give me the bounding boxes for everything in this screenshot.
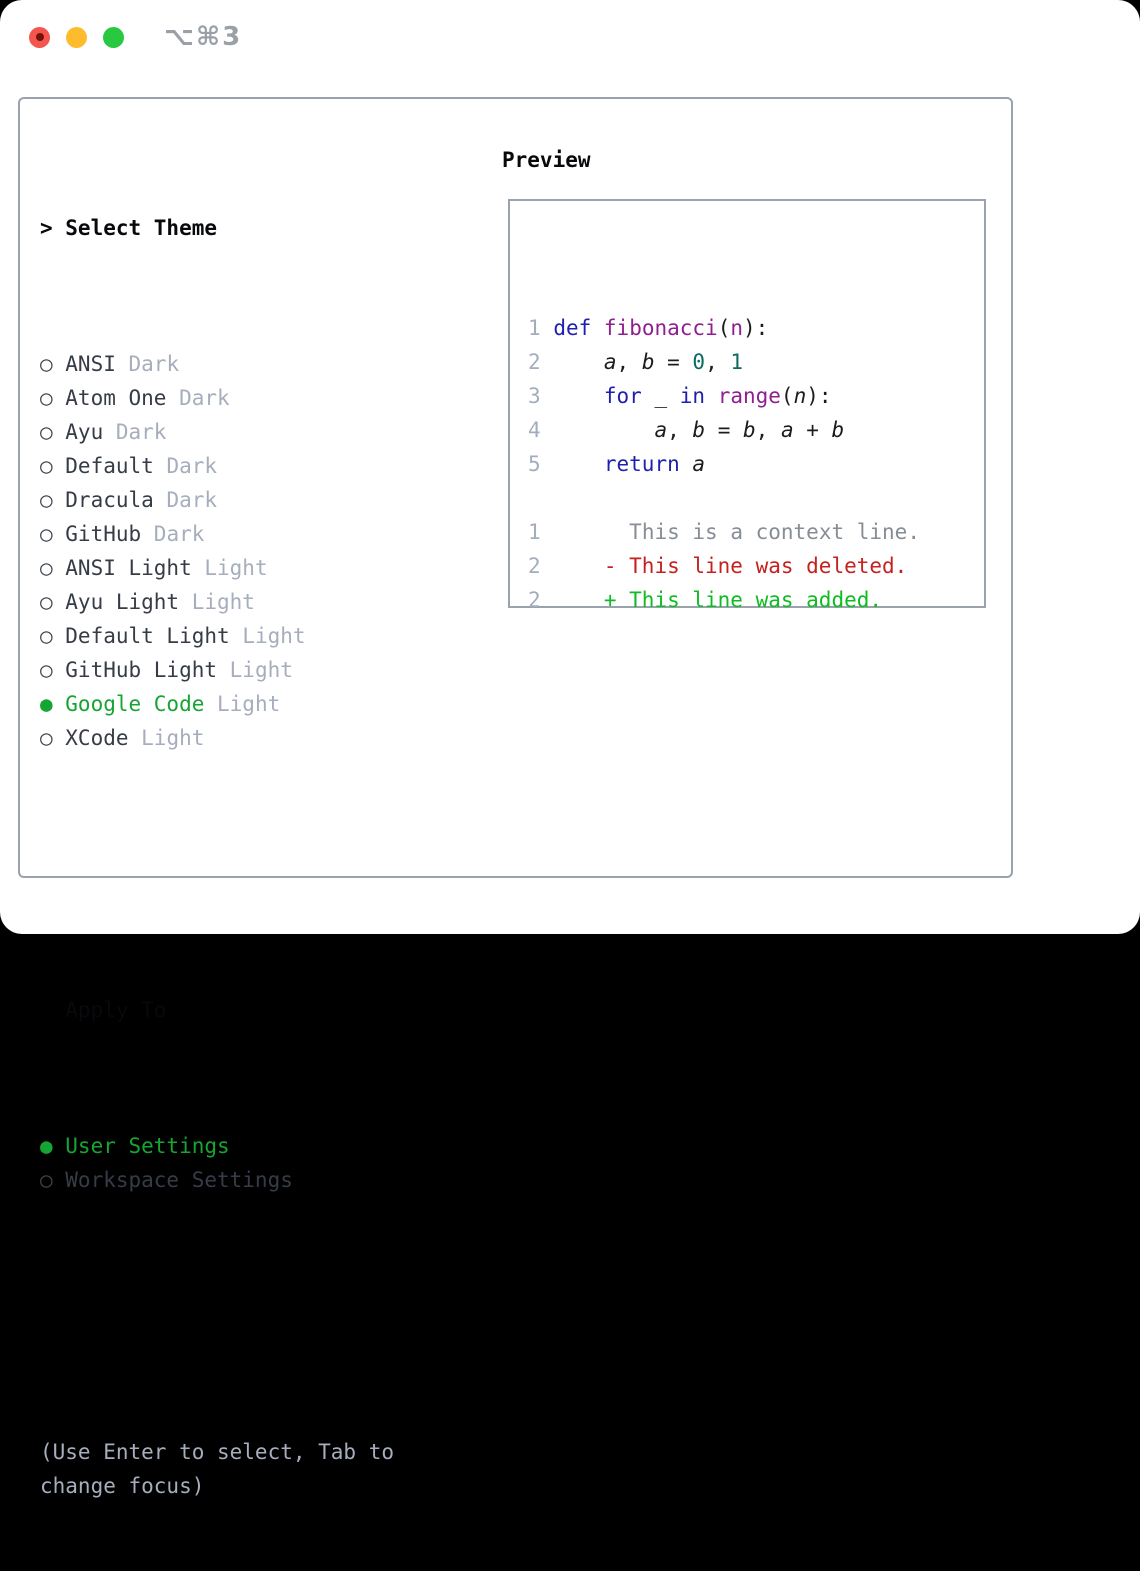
minimize-button[interactable] — [66, 26, 87, 48]
radio-icon: ○ — [40, 726, 53, 750]
code-line: 5 return a — [528, 452, 706, 476]
code-line: 3 for _ in range(n): — [528, 384, 832, 408]
theme-variant: Dark — [166, 488, 218, 512]
theme-variant: Dark — [166, 454, 218, 478]
radio-icon: ○ — [40, 488, 53, 512]
theme-variant: Dark — [179, 386, 230, 410]
theme-variant: Light — [204, 556, 268, 580]
theme-name: Atom One — [65, 386, 167, 410]
radio-selected-icon: ● — [40, 692, 53, 716]
apply-to-header-label: Apply To — [65, 998, 167, 1022]
theme-option[interactable]: ○ ANSI Dark — [40, 347, 394, 381]
radio-icon: ○ — [40, 454, 53, 478]
code-line: 2 a, b = 0, 1 — [528, 350, 744, 374]
theme-variant: Dark — [115, 420, 167, 444]
select-theme-header: > Select Theme — [40, 211, 394, 245]
hint-text: (Use Enter to select, Tab to change focus… — [40, 1435, 394, 1503]
left-column: > Select Theme ○ ANSI Dark ○ Atom One Dark ○ A… — [40, 143, 394, 1571]
theme-name: ANSI Light — [65, 556, 192, 580]
theme-variant: Light — [242, 624, 306, 648]
select-theme-header-label: Select Theme — [65, 216, 217, 240]
theme-option[interactable]: ○ Dracula Dark — [40, 483, 394, 517]
preview-panel: 1 def fibonacci(n): 2 a, b = 0, 1 3 for _ … — [508, 199, 986, 612]
theme-option[interactable]: ○ Default Dark — [40, 449, 394, 483]
radio-icon: ○ — [40, 420, 53, 444]
theme-option[interactable]: ○ GitHub Dark — [40, 517, 394, 551]
code-line — [528, 481, 984, 515]
radio-icon: ○ — [40, 352, 53, 376]
maximize-button[interactable] — [103, 26, 124, 48]
theme-name: ANSI — [65, 352, 116, 376]
apply-to-label: Workspace Settings — [65, 1168, 293, 1192]
theme-name: GitHub Light — [65, 658, 217, 682]
code-line: 1 This is a context line. — [528, 520, 920, 544]
theme-name: Default — [65, 454, 154, 478]
apply-to-label: User Settings — [65, 1134, 230, 1158]
spacer — [40, 1299, 394, 1333]
theme-variant: Light — [191, 590, 255, 614]
hint-line: change focus) — [40, 1474, 205, 1498]
radio-icon: ○ — [40, 590, 53, 614]
hint-line: (Use Enter to select, Tab to — [40, 1440, 395, 1464]
apply-to-list: ● User Settings ○ Workspace Settings — [40, 1129, 394, 1197]
radio-icon: ○ — [40, 624, 53, 648]
theme-option[interactable]: ○ GitHub Light Light — [40, 653, 394, 687]
theme-name: Default Light — [65, 624, 230, 648]
code-line: 4 a, b = b, a + b — [528, 418, 845, 442]
radio-icon: ○ — [40, 658, 53, 682]
preview-header: Preview — [502, 148, 591, 172]
apply-to-indent — [40, 993, 65, 1027]
theme-variant: Light — [141, 726, 205, 750]
apply-to-header: Apply To — [40, 993, 394, 1027]
theme-variant: Light — [229, 658, 293, 682]
window-shortcut-label: ⌥⌘3 — [164, 22, 243, 52]
radio-icon: ○ — [40, 556, 53, 580]
cursor-icon: > — [40, 216, 53, 240]
apply-to-option[interactable]: ○ Workspace Settings — [40, 1163, 394, 1197]
theme-name: Dracula — [65, 488, 154, 512]
radio-selected-icon: ● — [40, 1134, 53, 1158]
theme-option[interactable]: ○ Atom One Dark — [40, 381, 394, 415]
code-line: 2 + This line was added. — [528, 588, 883, 612]
theme-list: ○ ANSI Dark ○ Atom One Dark ○ Ayu Dark ○ Defaul… — [40, 347, 394, 755]
code-preview: 1 def fibonacci(n): 2 a, b = 0, 1 3 for _ … — [528, 311, 984, 617]
theme-name: Ayu Light — [65, 590, 180, 614]
spacer — [40, 857, 394, 891]
theme-option[interactable]: ○ XCode Light — [40, 721, 394, 755]
app-window: ⌥⌘3 > Select Theme ○ ANSI Dark ○ Atom One Da… — [0, 0, 1140, 1498]
radio-icon: ○ — [40, 1168, 53, 1192]
radio-icon: ○ — [40, 522, 53, 546]
theme-option[interactable]: ○ Ayu Dark — [40, 415, 394, 449]
theme-option[interactable]: ○ Default Light Light — [40, 619, 394, 653]
theme-picker-panel: > Select Theme ○ ANSI Dark ○ Atom One Dark ○ A… — [18, 97, 1013, 1498]
theme-variant: Light — [217, 692, 281, 716]
theme-name: Ayu — [65, 420, 104, 444]
titlebar: ⌥⌘3 — [29, 22, 243, 52]
close-button-dot — [35, 33, 44, 41]
code-line: 2 - This line was deleted. — [528, 554, 908, 578]
theme-name: Google Code — [65, 692, 205, 716]
theme-option[interactable]: ○ ANSI Light Light — [40, 551, 394, 585]
theme-name: GitHub — [65, 522, 142, 546]
theme-variant: Dark — [128, 352, 180, 376]
close-button[interactable] — [29, 26, 50, 48]
theme-name: XCode — [65, 726, 129, 750]
theme-variant: Dark — [153, 522, 205, 546]
theme-option[interactable]: ● Google Code Light — [40, 687, 394, 721]
code-line: 1 def fibonacci(n): — [528, 316, 769, 340]
apply-to-option[interactable]: ● User Settings — [40, 1129, 394, 1163]
theme-option[interactable]: ○ Ayu Light Light — [40, 585, 394, 619]
radio-icon: ○ — [40, 386, 53, 410]
